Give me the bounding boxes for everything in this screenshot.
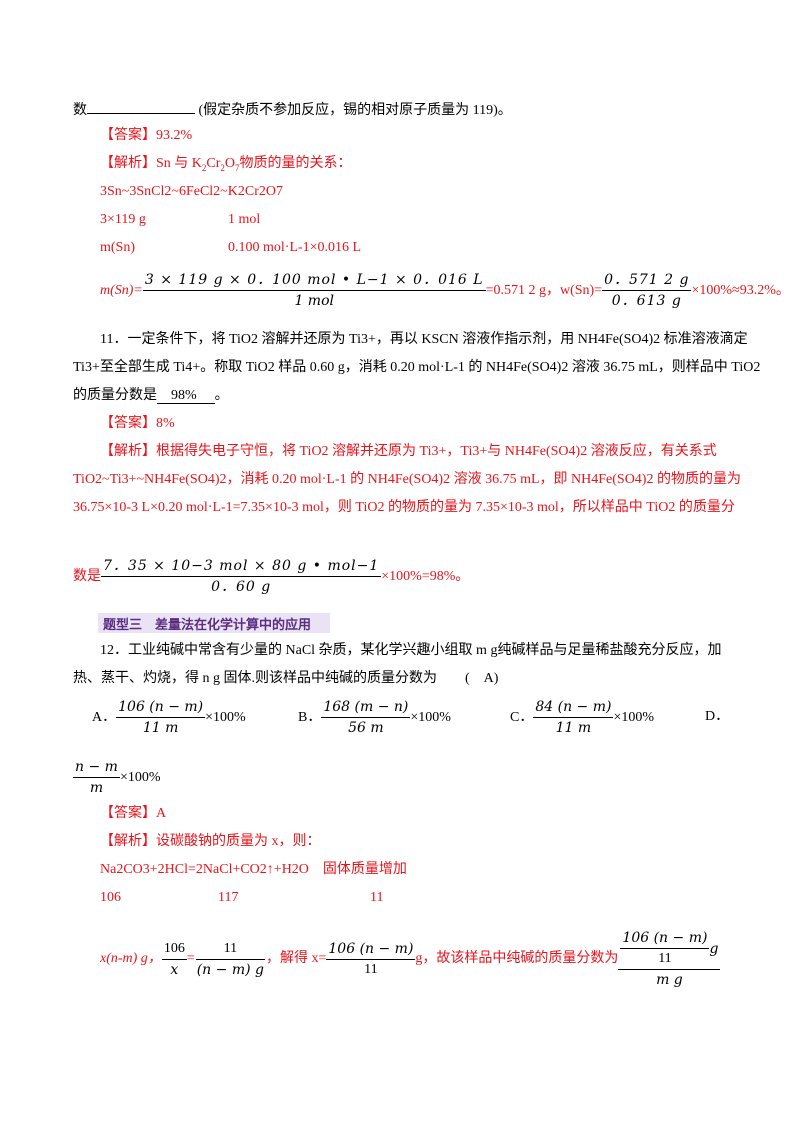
fraction-numerator: 168 (m − n)	[321, 697, 411, 718]
q12-row-a: 106	[100, 890, 121, 905]
q10-row1-b: 1 mol	[228, 212, 261, 227]
q12-equation: Na2CO3+2HCl=2NaCl+CO2↑+H2O 固体质量增加	[100, 862, 407, 877]
fraction-numerator: 0．571 2 g	[602, 270, 692, 291]
q11-analysis-1: 【解析】根据得失电子守恒，将 TiO2 溶解并还原为 Ti3+，Ti3+与 NH…	[100, 444, 717, 459]
q12-option-b: B． 168 (m − n) 56 m ×100%	[298, 697, 451, 738]
option-label: A．	[92, 709, 117, 725]
q11-analysis-3: 36.75×10-3 L×0.20 mol·L-1=7.35×10-3 mol，…	[73, 500, 735, 515]
q12-option-d-label: D．	[705, 709, 730, 724]
q10-chain: 3Sn~3SnCl2~6FeCl2~K2Cr2O7	[100, 184, 283, 199]
unit-g: g	[709, 940, 719, 957]
option-fraction: 84 (n − m) 11 m	[533, 697, 614, 738]
percent-suffix: ×100%	[119, 769, 161, 785]
q10-calc-mid: =0.571 2 g，w(Sn)=	[485, 282, 603, 298]
q11-line3-text: 的质量分数是	[73, 388, 157, 403]
fraction-numerator: 106 (n − m)	[326, 939, 416, 960]
fraction-denominator: (n − m) g	[196, 961, 264, 978]
fraction-numerator: 11	[195, 939, 266, 960]
percent-suffix: ×100%	[410, 709, 451, 725]
q11-answer: 【答案】8%	[100, 416, 175, 431]
q12-fraction-1: 106 x	[161, 939, 187, 980]
option-label: C．	[510, 709, 534, 725]
q12-analysis-1: 【解析】设碳酸钠的质量为 x，则：	[100, 834, 321, 849]
q10-calc: m(Sn)= 3 × 119 g × 0．100 mol • L−1 × 0．0…	[100, 270, 790, 311]
q10-analysis-tail: 物质的量的关系：	[239, 156, 352, 171]
fraction-denominator: 11	[364, 961, 378, 977]
q10-fraction-2: 0．571 2 g 0．613 g	[602, 270, 692, 311]
fraction-denominator: m g	[656, 972, 683, 988]
q11-line2: Ti3+至全部生成 Ti4+。称取 TiO2 样品 0.60 g，消耗 0.20…	[73, 360, 761, 375]
q12-calc-start: x(n-m) g，	[100, 951, 162, 966]
q10-line1: 数 (假定杂质不参加反应，锡的相对原子质量为 119)。	[73, 99, 512, 120]
q10-answer: 【答案】93.2%	[100, 128, 193, 143]
section-heading: 题型三 差量法在化学计算中的应用	[98, 613, 330, 633]
q10-analysis-head: 【解析】Sn 与 K2Cr2O7物质的量的关系：	[100, 156, 352, 173]
answer-blank-filled: 98%	[157, 388, 215, 404]
q12-answer: 【答案】A	[100, 806, 167, 821]
fraction-numerator: 106 (n − m)	[116, 697, 206, 718]
section-heading-text: 题型三 差量法在化学计算中的应用	[103, 618, 312, 633]
answer-blank	[87, 99, 195, 114]
q12-option-a: A． 106 (n − m) 11 m ×100%	[92, 697, 246, 738]
percent-suffix: ×100%	[613, 709, 655, 725]
q10-line1-text: 数	[73, 103, 87, 118]
equals-sign: =	[186, 951, 195, 966]
q12-row-c: 11	[370, 890, 384, 905]
q10-fraction-1: 3 × 119 g × 0．100 mol • L−1 × 0．016 L 1 …	[142, 270, 486, 311]
q10-calc-prefix: m(Sn)=	[100, 282, 143, 298]
q11-calc: 数是 7．35 × 10−3 mol × 80 g • mol−1 0．60 g…	[73, 556, 469, 597]
fraction-denominator: 11 m	[555, 720, 592, 736]
q10-line1-rest: (假定杂质不参加反应，锡的相对原子质量为 119)。	[195, 103, 512, 118]
fraction-denominator: 0．613 g	[611, 293, 682, 309]
fraction-denominator: 0．60 g	[211, 579, 272, 595]
q11-analysis-2: TiO2~Ti3+~NH4Fe(SO4)2，消耗 0.20 mol·L-1 的 …	[73, 472, 741, 487]
fraction-numerator: n − m	[73, 757, 120, 778]
q12-option-d: n − m m ×100%	[73, 757, 161, 798]
q10-row2-b: 0.100 mol·L-1×0.016 L	[228, 240, 362, 255]
q12-fraction-3: 106 (n − m) 11	[326, 939, 416, 980]
fraction-denominator: x	[170, 961, 179, 978]
fraction-numerator: 84 (n − m)	[533, 697, 614, 718]
q12-option-c: C． 84 (n − m) 11 m ×100%	[510, 697, 654, 738]
q12-calc-mid-2: g，故该样品中纯碱的质量分数为	[415, 951, 619, 966]
fraction-denominator: 11	[658, 951, 672, 966]
option-fraction: 168 (m − n) 56 m	[321, 697, 411, 738]
fraction-numerator: 106 (n − m) 11 g	[618, 928, 721, 970]
fraction-denominator: 11 m	[142, 720, 179, 736]
q11-fraction: 7．35 × 10−3 mol × 80 g • mol−1 0．60 g	[101, 556, 382, 597]
q10-row2-a: m(Sn)	[100, 240, 135, 255]
q11-line3-end: 。	[214, 388, 229, 403]
q12-fraction-2: 11 (n − m) g	[195, 939, 266, 980]
fraction-numerator: 3 × 119 g × 0．100 mol • L−1 × 0．016 L	[142, 270, 486, 291]
q10-calc-suffix: ×100%≈93.2%。	[691, 282, 790, 298]
q12-calc: x(n-m) g， 106 x = 11 (n − m) g ，解得 x= 10…	[100, 928, 721, 990]
fraction-numerator: 106 (n − m)	[620, 928, 710, 949]
q11-line1: 11．一定条件下，将 TiO2 溶解并还原为 Ti3+，再以 KSCN 溶液作指…	[100, 332, 748, 347]
fraction-numerator: 106	[161, 939, 187, 960]
q11-calc-prefix: 数是	[73, 568, 101, 584]
q12-line2: 热、蒸干、灼烧，得 n g 固体.则该样品中纯碱的质量分数为 ( A)	[73, 671, 499, 686]
q12-line1: 12．工业纯碱中常含有少量的 NaCl 杂质，某化学兴趣小组取 m g纯碱样品与…	[100, 643, 722, 658]
q12-fraction-4: 106 (n − m) 11 g m g	[618, 928, 721, 990]
option-label: B．	[298, 709, 322, 725]
fraction-denominator: 1 mol	[294, 293, 334, 309]
q12-row-b: 117	[218, 890, 239, 905]
nested-fraction: 106 (n − m) 11	[620, 928, 710, 969]
q10-analysis-text: 【解析】Sn 与 K	[100, 156, 202, 171]
q10-row1-a: 3×119 g	[100, 212, 146, 227]
q11-calc-suffix: ×100%=98%。	[381, 568, 470, 584]
fraction-numerator: 7．35 × 10−3 mol × 80 g • mol−1	[101, 556, 382, 577]
option-fraction: n − m m	[73, 757, 120, 798]
q12-calc-mid: ，解得 x=	[265, 951, 327, 966]
percent-suffix: ×100%	[205, 709, 246, 725]
option-fraction: 106 (n − m) 11 m	[116, 697, 206, 738]
fraction-denominator: 56 m	[348, 720, 384, 736]
fraction-denominator: m	[89, 780, 104, 796]
